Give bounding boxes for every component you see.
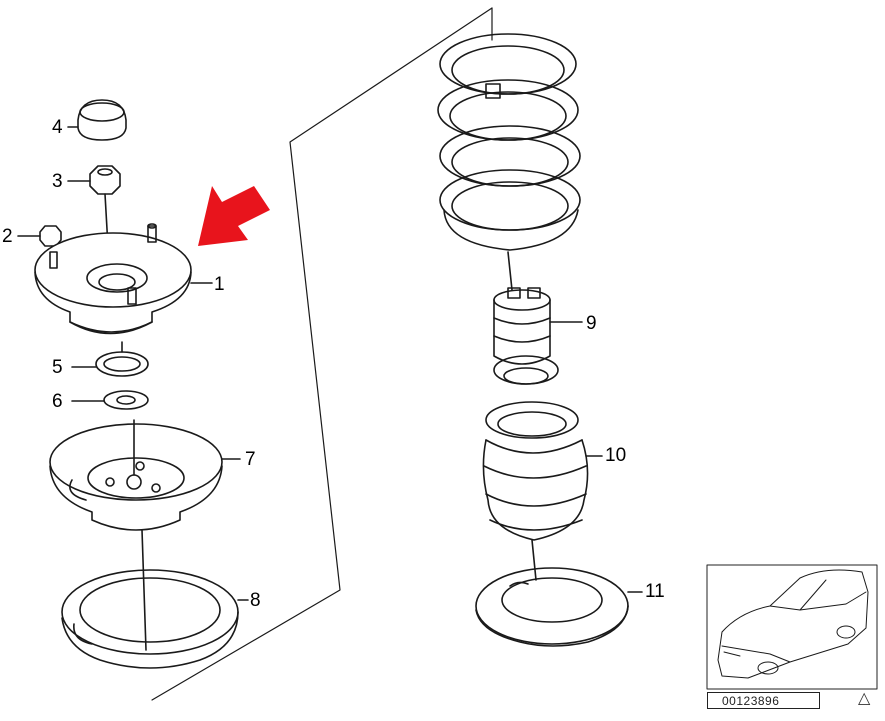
diagram-code-label: 00123896: [707, 692, 820, 709]
warning-triangle-icon: △: [858, 690, 871, 707]
callout-9: 9: [586, 313, 597, 334]
part-9-bump-stop: [493, 287, 583, 385]
vehicle-thumbnail: [706, 564, 878, 690]
part-7-spring-seat: [49, 419, 241, 651]
part-5-ring: [71, 341, 149, 377]
part-4-dust-cap: [67, 99, 127, 141]
callout-5: 5: [52, 357, 63, 378]
callout-11: 11: [645, 581, 665, 602]
callout-3: 3: [52, 171, 63, 192]
callout-7: 7: [245, 449, 256, 470]
part-1-strut-mount: [34, 223, 213, 335]
callout-1: 1: [214, 274, 225, 295]
coil-spring: [437, 33, 581, 291]
part-10-boot: [482, 401, 603, 581]
part-6-washer: [71, 390, 149, 410]
assembly-frame-lines: [151, 7, 493, 701]
callout-10: 10: [605, 445, 627, 466]
callout-6: 6: [52, 391, 63, 412]
red-pointer-arrow: [198, 186, 270, 246]
callout-8: 8: [250, 590, 261, 611]
callout-4: 4: [52, 117, 63, 138]
part-8-lower-pad: [61, 569, 249, 669]
part-11-spring-pad: [475, 567, 643, 647]
callout-2: 2: [2, 226, 13, 247]
